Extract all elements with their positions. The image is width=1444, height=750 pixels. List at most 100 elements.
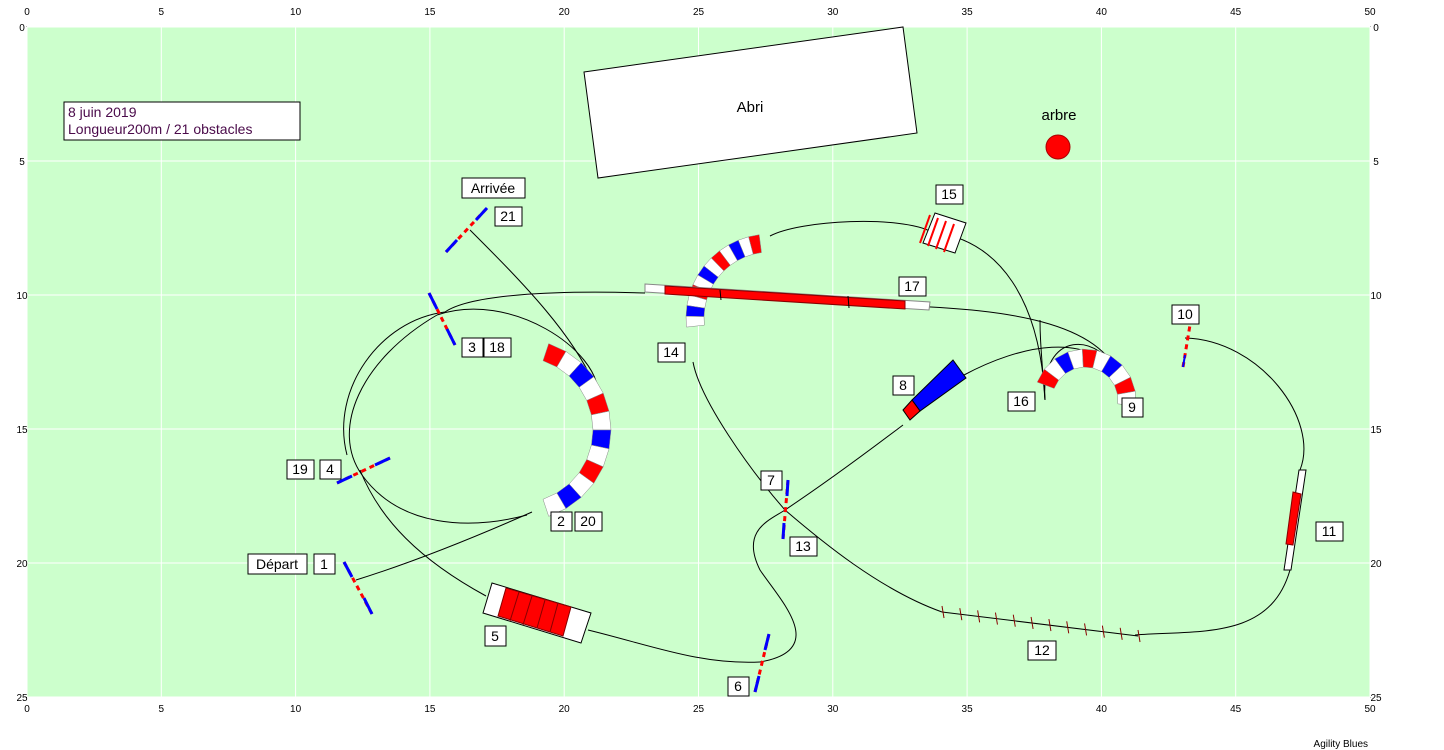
y-tick-label: 10	[1370, 291, 1382, 302]
x-tick-label: 20	[559, 7, 571, 18]
obstacle-15	[919, 212, 967, 254]
svg-text:17: 17	[904, 278, 920, 294]
svg-text:9: 9	[1128, 399, 1136, 415]
label-11: 11	[1315, 521, 1344, 542]
y-tick-label: 25	[1370, 693, 1382, 704]
label-18: 18	[483, 337, 512, 358]
label-12: 12	[1027, 640, 1057, 661]
svg-text:12: 12	[1034, 642, 1050, 658]
label-15: 15	[935, 184, 964, 205]
tunnel-segment	[542, 492, 567, 517]
shelter: Abri	[583, 26, 918, 179]
svg-text:15: 15	[941, 186, 957, 202]
course-date: 8 juin 2019	[68, 104, 137, 120]
x-tick-label: 0	[24, 704, 30, 715]
label-16: 16	[1007, 391, 1036, 412]
y-tick-label: 5	[1373, 157, 1379, 168]
a-frame-5	[482, 582, 592, 644]
x-tick-label: 40	[1096, 7, 1108, 18]
svg-text:14: 14	[663, 344, 679, 360]
weave-pole	[1101, 625, 1105, 638]
weave-pole	[959, 608, 963, 621]
label-3: 3	[461, 337, 484, 358]
y-tick-label: 25	[16, 693, 28, 704]
y-tick-label: 5	[19, 157, 25, 168]
x-tick-label: 5	[159, 7, 165, 18]
label-9: 9	[1121, 397, 1144, 418]
x-tick-label: 10	[290, 7, 302, 18]
x-tick-label: 25	[693, 7, 705, 18]
label-20: 20	[574, 511, 603, 532]
obstacle-labels: Départ 1 2 20 3 18 19 4 5 6 7 13 8 9 16 …	[247, 177, 1344, 697]
label-10: 10	[1171, 304, 1200, 325]
weave-pole	[994, 612, 998, 625]
x-tick-label: 20	[559, 704, 571, 715]
x-tick-label: 45	[1230, 704, 1242, 715]
jump-10	[1181, 324, 1192, 368]
weave-pole	[1066, 621, 1070, 634]
x-tick-label: 0	[24, 7, 30, 18]
svg-text:19: 19	[292, 461, 308, 477]
label-13: 13	[789, 536, 818, 557]
svg-text:Arrivée: Arrivée	[471, 180, 516, 196]
tunnel-2-20	[542, 343, 612, 517]
x-tick-label: 15	[424, 7, 436, 18]
svg-text:3: 3	[468, 339, 476, 355]
label-start: Départ	[247, 553, 308, 575]
jump-3-18	[427, 292, 457, 346]
jump-7-13	[781, 479, 790, 540]
svg-text:20: 20	[580, 513, 596, 529]
jump-21	[444, 206, 489, 254]
svg-text:4: 4	[326, 461, 334, 477]
svg-text:6: 6	[734, 678, 742, 694]
x-tick-label: 30	[827, 7, 839, 18]
x-tick-label: 25	[693, 704, 705, 715]
label-4: 4	[319, 459, 342, 480]
tree-marker	[1045, 134, 1071, 160]
weave-pole	[941, 605, 945, 619]
weave-pole	[1048, 619, 1052, 632]
x-tick-label: 35	[962, 7, 974, 18]
y-tick-label: 20	[1370, 559, 1382, 570]
tree: arbre	[1041, 107, 1077, 160]
y-tick-label: 15	[16, 425, 28, 436]
weave-pole	[1012, 614, 1016, 627]
weave-pole	[1084, 623, 1088, 636]
label-14: 14	[657, 342, 686, 363]
course-info-box: 8 juin 2019 Longueur200m / 21 obstacles	[63, 101, 301, 141]
weave-pole	[1137, 629, 1141, 643]
label-8: 8	[892, 375, 915, 396]
y-tick-label: 15	[1370, 425, 1382, 436]
y-tick-label: 0	[1373, 23, 1379, 34]
svg-text:1: 1	[320, 556, 328, 572]
x-tick-label: 10	[290, 704, 302, 715]
x-tick-label: 50	[1364, 704, 1376, 715]
label-21: 21	[494, 206, 523, 227]
x-tick-label: 40	[1096, 704, 1108, 715]
svg-text:11: 11	[1322, 523, 1337, 539]
x-tick-label: 5	[159, 704, 165, 715]
x-tick-label: 35	[962, 704, 974, 715]
svg-text:10: 10	[1177, 306, 1193, 322]
y-tick-label: 20	[16, 559, 28, 570]
tunnel-14	[685, 234, 762, 328]
label-19: 19	[286, 459, 315, 480]
svg-text:Départ: Départ	[256, 556, 298, 572]
label-finish: Arrivée	[461, 177, 526, 199]
label-7: 7	[760, 470, 783, 491]
svg-text:16: 16	[1013, 393, 1029, 409]
course-summary: Longueur200m / 21 obstacles	[68, 121, 252, 137]
jump-6	[753, 633, 771, 693]
svg-text:18: 18	[489, 339, 505, 355]
label-2: 2	[550, 511, 573, 532]
svg-text:5: 5	[491, 628, 499, 644]
jump-1	[342, 561, 374, 615]
y-tick-label: 0	[19, 23, 25, 34]
field-grid	[26, 26, 1371, 698]
axis-ticks: 0055101015152020252530303535404045455050…	[16, 7, 1382, 715]
svg-text:13: 13	[795, 538, 811, 554]
x-tick-label: 45	[1230, 7, 1242, 18]
chute-8	[902, 359, 967, 421]
weave-pole	[1119, 627, 1123, 640]
svg-text:7: 7	[767, 472, 775, 488]
